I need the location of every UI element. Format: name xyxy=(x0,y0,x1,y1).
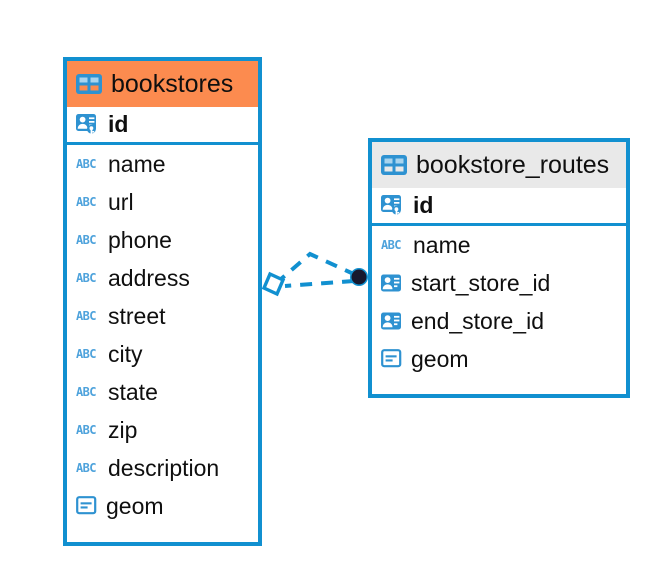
field-label-street: street xyxy=(108,302,166,329)
svg-text:ABC: ABC xyxy=(76,157,96,171)
field-label-geom: geom xyxy=(411,345,469,372)
svg-text:ABC: ABC xyxy=(76,195,96,209)
table-icon xyxy=(381,155,407,175)
primary-key-icon xyxy=(381,194,405,217)
entity-bookstore-routes-title: bookstore_routes xyxy=(416,150,610,179)
entity-bookstores-header[interactable]: bookstores xyxy=(67,61,258,107)
field-label-address: address xyxy=(108,264,190,291)
field-row-name[interactable]: ABC name xyxy=(67,145,258,183)
abc-text-icon: ABC xyxy=(76,233,100,247)
abc-text-icon: ABC xyxy=(76,309,100,323)
field-label-name: name xyxy=(108,150,166,177)
foreign-key-icon xyxy=(381,312,403,331)
field-label-geom: geom xyxy=(106,492,164,519)
field-label-zip: zip xyxy=(108,416,138,443)
geometry-icon xyxy=(76,496,98,516)
field-row-description[interactable]: ABC description xyxy=(67,449,258,487)
svg-text:ABC: ABC xyxy=(76,271,96,285)
entity-bookstores[interactable]: bookstores id xyxy=(63,57,262,546)
field-row-address[interactable]: ABC address xyxy=(67,259,258,297)
svg-text:ABC: ABC xyxy=(381,238,401,252)
entity-bookstores-title: bookstores xyxy=(111,69,234,98)
field-label-id: id xyxy=(108,111,129,137)
field-row-state[interactable]: ABC state xyxy=(67,373,258,411)
abc-text-icon: ABC xyxy=(381,238,405,252)
diamond-marker xyxy=(261,271,286,297)
field-row-geom[interactable]: geom xyxy=(372,340,626,378)
field-label-phone: phone xyxy=(108,226,172,253)
field-row-id[interactable]: id xyxy=(372,188,626,226)
filled-circle-endpoint xyxy=(351,269,367,285)
svg-text:ABC: ABC xyxy=(76,347,96,361)
field-label-name: name xyxy=(413,231,471,258)
foreign-key-icon xyxy=(381,274,403,293)
geometry-icon xyxy=(381,349,403,369)
abc-text-icon: ABC xyxy=(76,385,100,399)
entity-bookstore-routes-header[interactable]: bookstore_routes xyxy=(372,142,626,188)
field-row-geom[interactable]: geom xyxy=(67,487,258,525)
primary-key-icon xyxy=(76,113,100,136)
field-label-state: state xyxy=(108,378,158,405)
field-row-phone[interactable]: ABC phone xyxy=(67,221,258,259)
field-row-street[interactable]: ABC street xyxy=(67,297,258,335)
field-label-city: city xyxy=(108,340,143,367)
svg-text:ABC: ABC xyxy=(76,233,96,247)
field-row-zip[interactable]: ABC zip xyxy=(67,411,258,449)
field-label-url: url xyxy=(108,188,134,215)
field-label-start-store-id: start_store_id xyxy=(411,269,551,296)
abc-text-icon: ABC xyxy=(76,271,100,285)
abc-text-icon: ABC xyxy=(76,423,100,437)
table-icon xyxy=(76,74,102,94)
field-row-url[interactable]: ABC url xyxy=(67,183,258,221)
field-row-end-store-id[interactable]: end_store_id xyxy=(372,302,626,340)
relationship-line-upper xyxy=(279,251,357,281)
field-row-id[interactable]: id xyxy=(67,107,258,145)
field-row-city[interactable]: ABC city xyxy=(67,335,258,373)
svg-text:ABC: ABC xyxy=(76,309,96,323)
field-label-id: id xyxy=(413,192,434,218)
entity-bookstore-routes[interactable]: bookstore_routes id xyxy=(368,138,630,398)
svg-text:ABC: ABC xyxy=(76,423,96,437)
abc-text-icon: ABC xyxy=(76,195,100,209)
svg-text:ABC: ABC xyxy=(76,385,96,399)
abc-text-icon: ABC xyxy=(76,157,100,171)
relationship-line-lower xyxy=(284,279,355,288)
abc-text-icon: ABC xyxy=(76,347,100,361)
field-label-end-store-id: end_store_id xyxy=(411,307,544,334)
field-label-description: description xyxy=(108,454,220,481)
field-row-name[interactable]: ABC name xyxy=(372,226,626,264)
filled-circle-endpoint-ring xyxy=(350,268,368,286)
field-row-start-store-id[interactable]: start_store_id xyxy=(372,264,626,302)
abc-text-icon: ABC xyxy=(76,461,100,475)
svg-text:ABC: ABC xyxy=(76,461,96,475)
